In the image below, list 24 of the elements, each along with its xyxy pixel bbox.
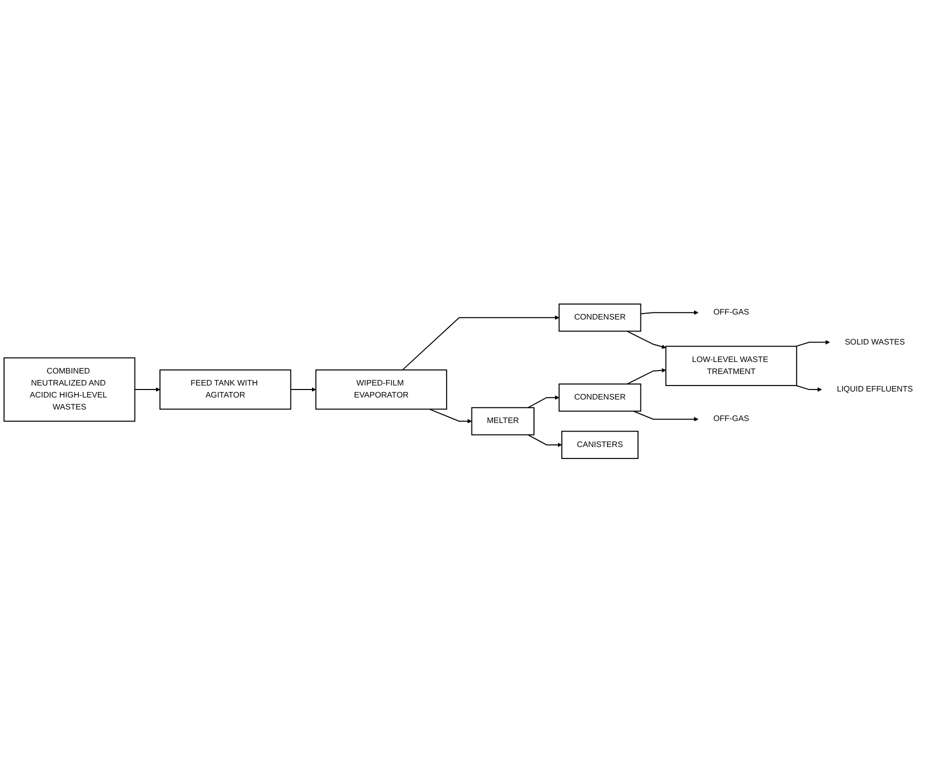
arrow [640, 310, 698, 315]
node-text: SOLID WASTES [844, 338, 905, 346]
arrow [528, 434, 562, 447]
arrow [796, 340, 830, 347]
node-text: OFF-GAS [713, 414, 750, 424]
arrow [796, 384, 822, 392]
arrow [134, 387, 160, 392]
arrow [528, 395, 560, 408]
arrow [429, 408, 472, 424]
node-box: MELTER [471, 406, 534, 436]
arrow [626, 368, 666, 384]
node-box: CONDENSER [558, 383, 642, 412]
arrow [626, 330, 666, 349]
node-box: CANISTERS [561, 430, 639, 459]
node-box: CONDENSER [558, 303, 642, 332]
node-box: WIPED-FILM EVAPORATOR [315, 369, 448, 410]
arrow [290, 387, 316, 392]
arrow [633, 410, 698, 422]
node-box: LOW-LEVEL WASTE TREATMENT [665, 346, 798, 386]
node-text: OFF-GAS [713, 308, 750, 316]
node-text: LIQUID EFFLUENTS [836, 384, 913, 394]
node-box: COMBINED NEUTRALIZED AND ACIDIC HIGH-LEVEL WASTES [4, 357, 136, 422]
node-box: FEED TANK WITH AGITATOR [159, 369, 292, 410]
arrow [402, 315, 560, 370]
